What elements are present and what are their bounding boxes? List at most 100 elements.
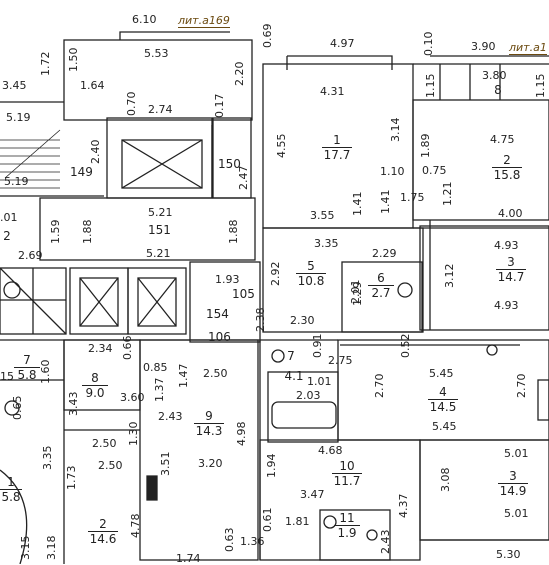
- dim-label: 5.01: [504, 447, 529, 460]
- room-9-walls: [139, 339, 259, 561]
- dim-label: 1.36: [240, 535, 265, 548]
- area-label: 149: [70, 165, 93, 179]
- dim-label: 3.15: [19, 535, 32, 561]
- dim-label: 2.92: [269, 261, 282, 287]
- dim-label: 5.45: [432, 420, 457, 433]
- dim-label: 1.94: [265, 453, 278, 479]
- dim-label: 1.41: [351, 191, 364, 217]
- dim-label: 3.51: [159, 451, 172, 477]
- dim-label: 4.68: [318, 444, 343, 457]
- dim-label: 3.80: [482, 69, 507, 82]
- dim-label: 1.88: [227, 219, 240, 245]
- room-2-walls: [412, 99, 549, 221]
- dim-label: 1.37: [153, 377, 166, 403]
- dim-label: 4.75: [490, 133, 515, 146]
- dim-label: 2.43: [158, 410, 183, 423]
- dim-label: 2.50: [92, 437, 117, 450]
- dim-label: 6.10: [132, 13, 157, 26]
- room-label: 7: [287, 349, 295, 363]
- room-label: 8: [494, 83, 502, 97]
- dim-label: 1.10: [380, 165, 405, 178]
- dim-label: 1.72: [39, 51, 52, 77]
- dim-label: 5.21: [146, 247, 171, 260]
- dim-label: 1.88: [81, 219, 94, 245]
- dim-label: 0.70: [125, 91, 138, 117]
- dim-label: 2.29: [372, 247, 397, 260]
- dim-label: 5.45: [429, 367, 454, 380]
- dim-label: 0.63: [223, 527, 236, 553]
- dim-label: 1.41: [379, 189, 392, 215]
- wall-upper-left: [63, 39, 253, 121]
- dim-label: 2.38: [254, 307, 267, 333]
- dim-label: 2.50: [203, 367, 228, 380]
- dim-label: 1.64: [80, 79, 105, 92]
- dim-label: 2.74: [148, 103, 173, 116]
- dim-label: 1.75: [400, 191, 425, 204]
- dim-label: 4.00: [498, 207, 523, 220]
- dim-label: 1.50: [67, 47, 80, 73]
- dim-label: 0.10: [422, 31, 435, 57]
- dim-label: .01: [0, 211, 18, 224]
- dim-label: 1.59: [49, 219, 62, 245]
- dim-label: 2.75: [328, 354, 353, 367]
- dim-label: 4.31: [320, 85, 345, 98]
- dim-label: 4.55: [275, 133, 288, 159]
- dim-label: 3.14: [389, 117, 402, 143]
- room-3-walls: [419, 225, 549, 331]
- dim-label: 0.91: [311, 333, 324, 359]
- dim-label: 5.30: [496, 548, 521, 561]
- dim-label: 2.43: [379, 529, 392, 555]
- area-label: 106: [208, 330, 231, 344]
- dim-label: 0.75: [422, 164, 447, 177]
- dim-label: 3.12: [443, 263, 456, 289]
- dim-label: 1.47: [177, 363, 190, 389]
- dim-label: 1.89: [419, 133, 432, 159]
- area-label: 154: [206, 307, 229, 321]
- dim-label: 2.70: [515, 373, 528, 399]
- dim-label: 3.60: [120, 391, 145, 404]
- dim-label: 5.01: [504, 507, 529, 520]
- dim-label: 1.73: [65, 465, 78, 491]
- dim-label: 2.40: [89, 139, 102, 165]
- dim-label: 2.70: [373, 373, 386, 399]
- dim-label: 1.60: [39, 359, 52, 385]
- dim-label: 3.47: [300, 488, 325, 501]
- wall-stair-core: [106, 117, 213, 199]
- dim-label: 4.78: [129, 513, 142, 539]
- dim-label: 2.03: [296, 389, 321, 402]
- dim-label: 1.01: [307, 375, 332, 388]
- area-label: 150: [218, 157, 241, 171]
- dim-label: 15: [0, 370, 14, 383]
- dim-label: 5.21: [148, 206, 173, 219]
- dim-label: 1.93: [215, 273, 240, 286]
- dim-label: 4.97: [330, 37, 355, 50]
- dim-label: 0.65: [11, 395, 24, 421]
- dim-label: 0.85: [143, 361, 168, 374]
- dim-label: 1.29: [351, 281, 364, 307]
- dim-label: 4.98: [235, 421, 248, 447]
- area-label: 105: [232, 287, 255, 301]
- dim-label: 5.19: [6, 111, 31, 124]
- dim-label: 3.43: [67, 391, 80, 417]
- dim-label: 4.37: [397, 493, 410, 519]
- dim-label: 1.74: [176, 552, 201, 565]
- dim-label: 0.17: [213, 93, 226, 119]
- dim-label: 3.20: [198, 457, 223, 470]
- dim-label: 4.93: [494, 239, 519, 252]
- dim-label: 2.20: [233, 61, 246, 87]
- dim-label: 2.34: [88, 342, 113, 355]
- liter-label-a1: лит.а1: [509, 41, 547, 55]
